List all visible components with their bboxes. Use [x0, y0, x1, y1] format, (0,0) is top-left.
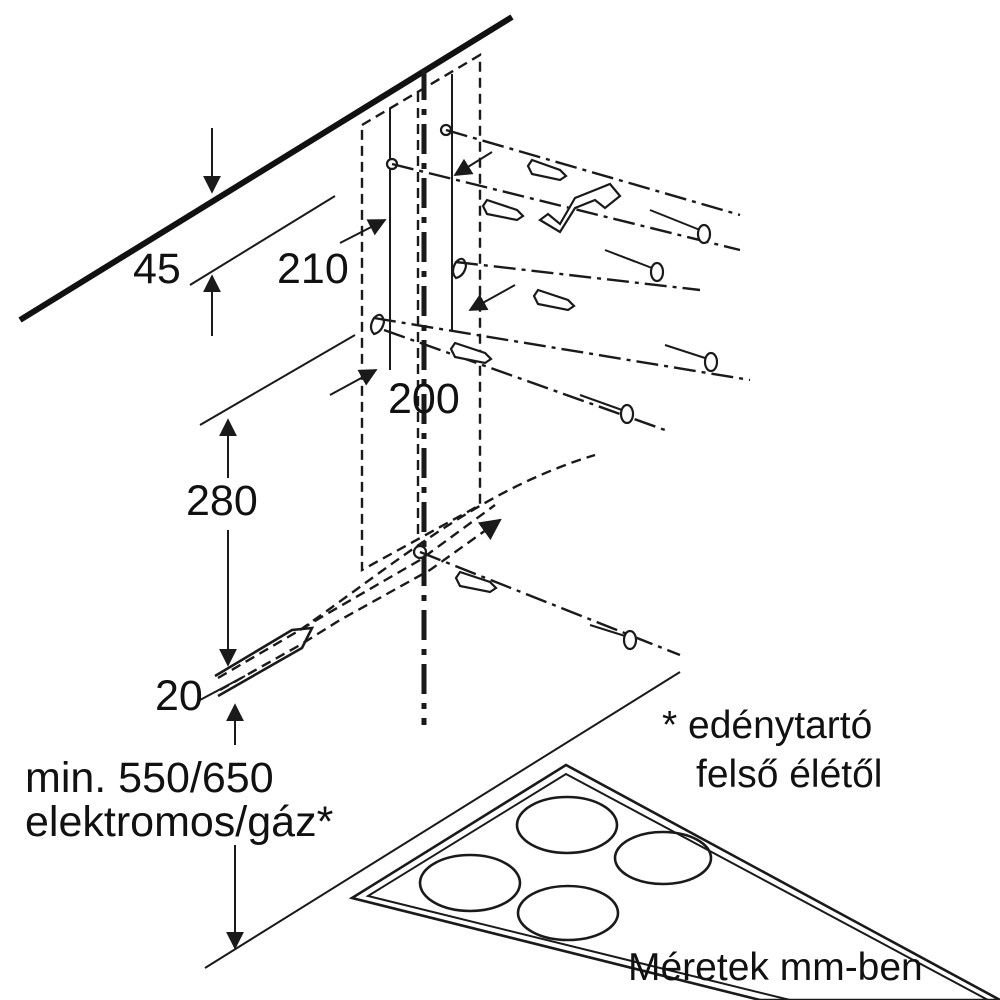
units-caption: Méretek mm-ben [628, 946, 923, 989]
burner-3 [418, 853, 522, 913]
min-distance-line1: min. 550/650 [25, 754, 274, 802]
screws [579, 209, 719, 651]
mounting-bracket [538, 182, 622, 234]
dimension-210-label: 210 [277, 245, 349, 293]
note-line1: * edénytartó [662, 704, 872, 747]
dimension-min-distance: min. 550/650 elektromos/gáz* [25, 671, 681, 969]
edge-note: * edénytartó felső élétől [662, 704, 882, 796]
burner-4 [516, 884, 620, 942]
dowels [449, 158, 576, 594]
min-distance-line2: elektromos/gáz* [25, 798, 334, 846]
cooktop [348, 763, 1000, 1000]
burner-1 [515, 795, 619, 855]
dimension-280: 280 [186, 334, 356, 667]
dimension-200: 200 [329, 284, 516, 423]
ceiling-line [18, 14, 514, 323]
dimension-210: 210 [277, 151, 493, 293]
dimension-45-label: 45 [133, 245, 181, 293]
dimension-20-label: 20 [155, 672, 203, 720]
hood-outline [214, 453, 596, 698]
burner-2 [613, 830, 713, 886]
chimney-outline [360, 52, 482, 573]
dimension-200-label: 200 [388, 375, 460, 423]
dimension-45: 45 [133, 128, 336, 336]
dimension-20: 20 [155, 672, 246, 745]
dimension-280-label: 280 [186, 477, 258, 525]
note-line2: felső élétől [696, 753, 882, 796]
